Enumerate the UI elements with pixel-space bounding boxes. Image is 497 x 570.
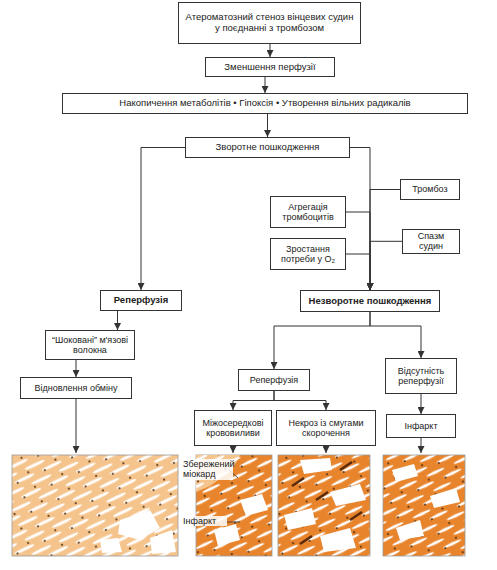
process-box: Реперфузія (100, 290, 182, 311)
infarct-gap (284, 508, 316, 530)
flow-arrow (117, 311, 118, 330)
flow-arrow (274, 312, 370, 369)
factor-box: Зростання потреби у O₂ (270, 238, 346, 270)
infarct-gap (392, 464, 418, 482)
infarct-gap (430, 488, 460, 508)
flow-arrow (370, 312, 421, 358)
outcome-box: Міжосередкові крововиливи (194, 410, 272, 446)
node-text: Агрегація тромбоцитів (274, 202, 342, 223)
panel-arrow (76, 399, 77, 453)
flow-arrow (76, 360, 77, 377)
tissue-panel (383, 455, 465, 556)
state-box: Незворотне пошкодження (300, 290, 440, 312)
node-text: Зменшення перфузії (224, 62, 315, 73)
contraction-band (316, 492, 328, 500)
panel-arrow (326, 446, 327, 453)
callout-label: Збережений міокард (181, 459, 233, 480)
factor-box: Тромбоз (400, 179, 460, 200)
node-text: Зростання потреби у O₂ (274, 244, 342, 265)
node-text: Реперфузія (114, 295, 168, 306)
infarct-gap (300, 458, 332, 474)
node-text: Реперфузія (250, 375, 298, 385)
contraction-band (292, 478, 304, 486)
infarct-gap (330, 484, 366, 506)
flow-arrow (421, 394, 422, 414)
node-text: Некроз із смугами скорочення (280, 418, 372, 439)
flow-arrow (265, 77, 266, 93)
panel-arrow (421, 438, 422, 453)
infarct-gap (118, 510, 160, 540)
flow-arrow (346, 254, 370, 290)
node-text: “Шоковані” м'язові волокна (49, 335, 131, 356)
infarct-gap (240, 494, 268, 516)
contraction-band (350, 512, 362, 520)
flow-arrow (267, 114, 268, 137)
flow-arrow (370, 241, 402, 290)
state-box: Зворотне пошкодження (185, 137, 350, 158)
infarct-gap (320, 528, 356, 552)
node-text: Міжосередкові крововиливи (198, 418, 268, 439)
node-text: Інфаркт (404, 421, 437, 431)
process-box: Зменшення перфузії (205, 57, 335, 77)
outcome-box: Інфаркт (386, 414, 456, 438)
flow-arrow (346, 212, 370, 290)
tissue-panel (12, 455, 178, 556)
node-text: Накопичення метаболітів • Гіпоксія • Утв… (119, 98, 410, 109)
contraction-band (340, 462, 352, 470)
process-box: Відсутність реперфузії (385, 358, 457, 394)
outcome-box: “Шоковані” м'язові волокна (45, 330, 135, 360)
factor-box: Спазм судин (402, 229, 460, 254)
contraction-band (300, 536, 312, 544)
infarct-gap (396, 520, 424, 540)
flow-arrow (274, 391, 326, 410)
outcome-box: Відновлення обміну (20, 377, 132, 399)
cause-box: Атероматозний стеноз вінцевих судин у по… (178, 2, 361, 44)
process-box: Накопичення метаболітів • Гіпоксія • Утв… (62, 93, 468, 114)
flow-arrow (350, 148, 370, 291)
factor-box: Агрегація тромбоцитів (270, 196, 346, 228)
infarct-gap (150, 530, 176, 554)
flow-arrow (141, 148, 185, 291)
tissue-panel (278, 455, 370, 556)
infarct-gap (100, 538, 122, 553)
flow-arrow (370, 190, 400, 291)
process-box: Реперфузія (238, 369, 310, 391)
node-text: Зворотне пошкодження (215, 142, 319, 153)
flow-arrow (233, 391, 274, 410)
panel-arrow (233, 446, 234, 453)
flow-arrow (270, 44, 271, 57)
node-text: Незворотне пошкодження (309, 296, 432, 307)
node-text: Відсутність реперфузії (389, 366, 453, 387)
node-text: Атероматозний стеноз вінцевих судин у по… (182, 12, 357, 34)
outcome-box: Некроз із смугами скорочення (276, 410, 376, 446)
node-text: Відновлення обміну (35, 383, 118, 393)
node-text: Тромбоз (412, 184, 447, 194)
callout-label: Інфаркт (181, 516, 227, 526)
infarct-gap (214, 524, 240, 546)
node-text: Спазм судин (406, 231, 456, 252)
